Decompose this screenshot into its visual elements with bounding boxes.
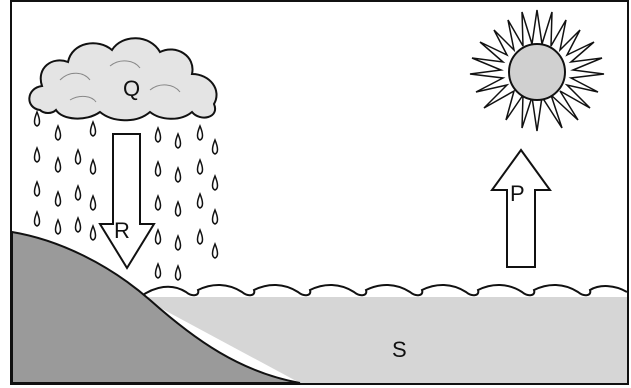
- rain-arrow-label: R: [114, 218, 130, 243]
- sun-label: P: [510, 181, 525, 206]
- sun-disc: [509, 44, 565, 100]
- sea-label: S: [392, 337, 407, 362]
- cloud-label: Q: [123, 76, 140, 101]
